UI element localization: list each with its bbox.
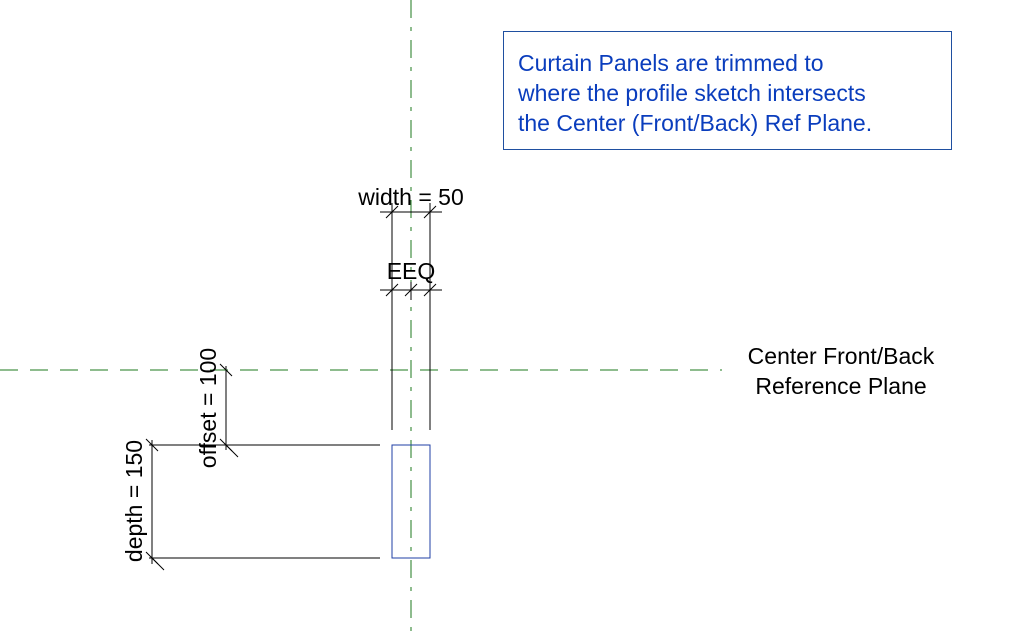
offset-dimension-label[interactable]: offset = 100 xyxy=(195,348,221,468)
note-line: Curtain Panels are trimmed to xyxy=(518,50,824,76)
reference-plane-label-line: Center Front/Back xyxy=(747,343,935,369)
offset-tick-top xyxy=(219,363,233,377)
width-dimension-label[interactable]: width = 50 xyxy=(357,184,464,210)
note-line: where the profile sketch intersects xyxy=(518,80,866,106)
offset-ext-bottom xyxy=(225,444,239,458)
curtain-panel-note: Curtain Panels are trimmed to where the … xyxy=(503,31,952,150)
reference-plane-label: Center Front/Back Reference Plane xyxy=(716,341,966,401)
depth-dimension-label[interactable]: depth = 150 xyxy=(121,440,147,562)
reference-plane-label-line: Reference Plane xyxy=(755,373,927,399)
width-tick-left xyxy=(385,205,399,219)
width-tick-right xyxy=(423,205,437,219)
depth-tick-top xyxy=(145,438,159,452)
eq-tick-right xyxy=(423,283,437,297)
eq-tick-left xyxy=(385,283,399,297)
profile-sketch[interactable] xyxy=(391,444,431,559)
eq-dimension-label[interactable]: EEQ xyxy=(387,258,436,284)
depth-ext-bottom xyxy=(151,557,165,571)
note-line: the Center (Front/Back) Ref Plane. xyxy=(518,110,873,136)
